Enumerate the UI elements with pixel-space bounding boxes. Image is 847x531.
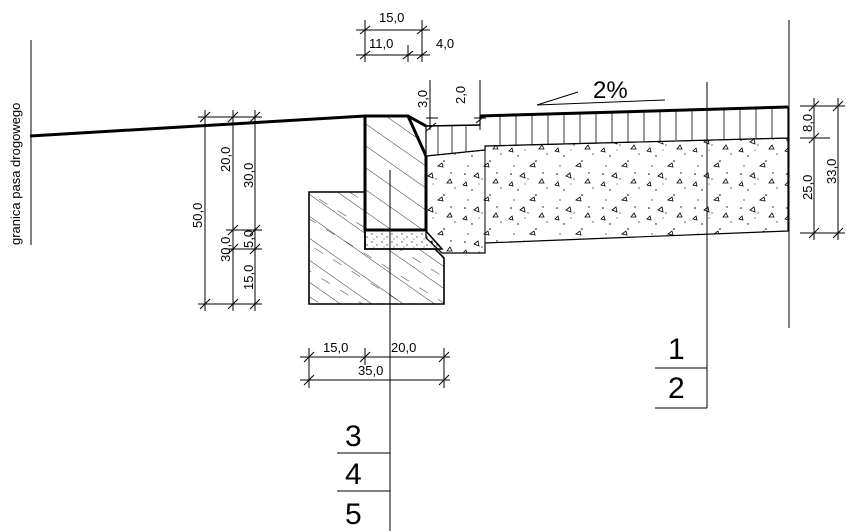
dim-subbase: 25,0 [800,175,815,200]
curb-stone [363,114,428,232]
callout-4: 4 [345,458,362,491]
top-dimension-lines [356,20,487,132]
callout-2: 2 [668,372,685,405]
dim-base-right: 20,0 [391,340,416,355]
callout-3: 3 [345,420,362,453]
dim-surface: 8,0 [800,114,815,132]
right-dimension-lines [800,98,845,240]
dim-top-left: 11,0 [369,36,393,51]
dim-bedding: 5,0 [241,230,256,248]
road-surface-line [479,105,789,118]
callout-5: 5 [345,498,362,531]
dim-pavement-total: 33,0 [824,159,839,184]
curb-top-line [407,114,427,128]
slope-arrow-head [536,91,579,106]
footing-hatch [309,192,444,304]
dim-curb-reveal: 3,0 [415,90,430,108]
gutter-line [425,124,481,127]
dim-edge-offset: 2,0 [453,86,468,104]
surface-hatch [437,108,773,155]
bottom-dimension-lines [300,348,450,388]
dim-top-right: 4,0 [436,36,454,51]
dim-lower-height: 30,0 [218,237,233,262]
callout-1: 1 [668,333,685,366]
dim-base-total: 35,0 [358,363,383,378]
slope-arrow-line [536,99,666,106]
dim-upper-height: 20,0 [218,147,233,172]
dim-top-width: 15,0 [379,10,404,25]
left-dimension-lines [198,110,262,311]
dim-total-height: 50,0 [190,203,205,228]
verge-line [29,114,366,138]
boundary-label: granica pasa drogowego [8,103,23,245]
gravel-base [425,137,789,254]
slope-label: 2% [593,77,628,104]
dim-footing: 15,0 [241,265,256,290]
dim-base-left: 15,0 [323,340,348,355]
dim-upper-right: 30,0 [241,163,256,188]
